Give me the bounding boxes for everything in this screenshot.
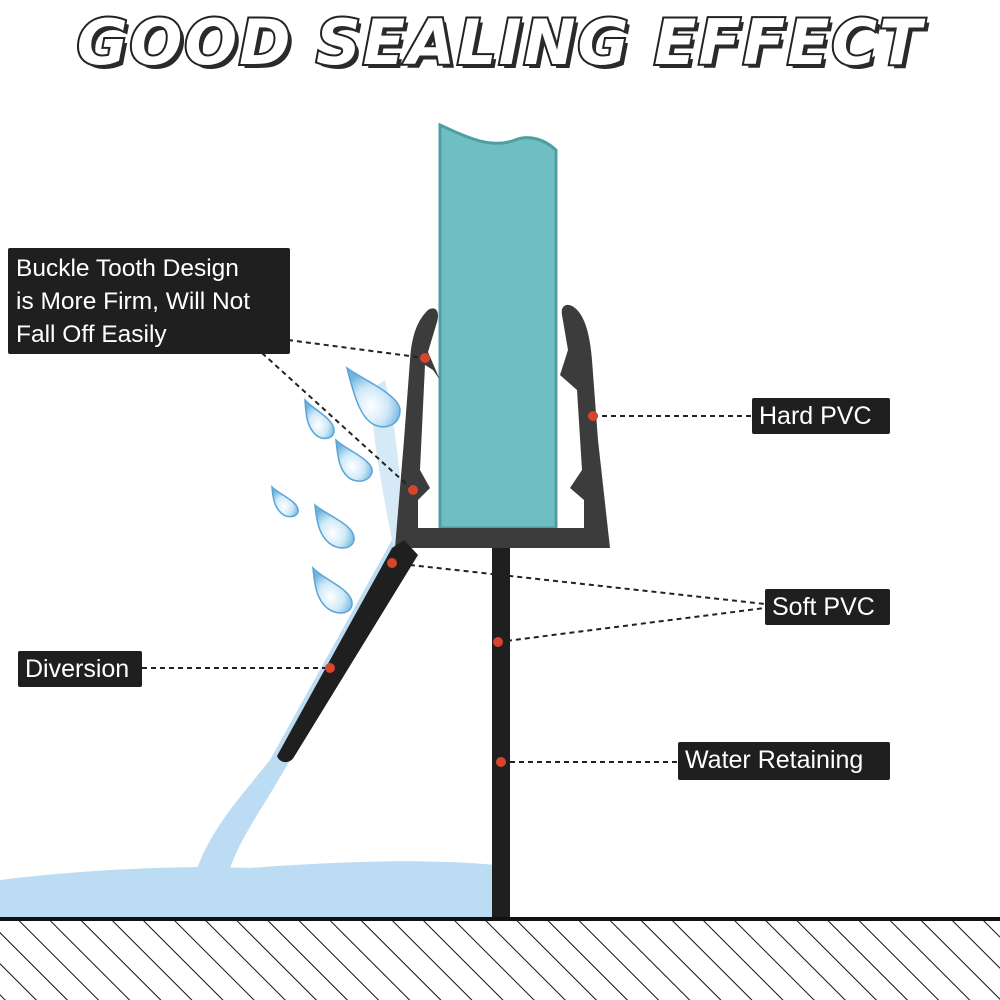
hard-pvc-channel [395, 304, 610, 548]
leader-lines [142, 339, 766, 763]
buckle-tooth-label: Buckle Tooth Design is More Firm, Will N… [8, 248, 290, 354]
water-retaining-label: Water Retaining [678, 742, 890, 780]
soft-pvc-label: Soft PVC [765, 589, 890, 625]
water-puddle [0, 861, 495, 918]
soft-pvc-diversion-fin [277, 540, 418, 763]
hatched-floor [0, 920, 1000, 1000]
diversion-label: Diversion [18, 651, 142, 687]
water-drop-icon [271, 366, 401, 614]
hard-pvc-label: Hard PVC [752, 398, 890, 434]
soft-pvc-retaining-fin [492, 548, 510, 920]
glass-panel [438, 122, 558, 530]
diagram-title: GOOD SEALING EFFECT [75, 4, 924, 81]
marker-dots [325, 353, 598, 767]
